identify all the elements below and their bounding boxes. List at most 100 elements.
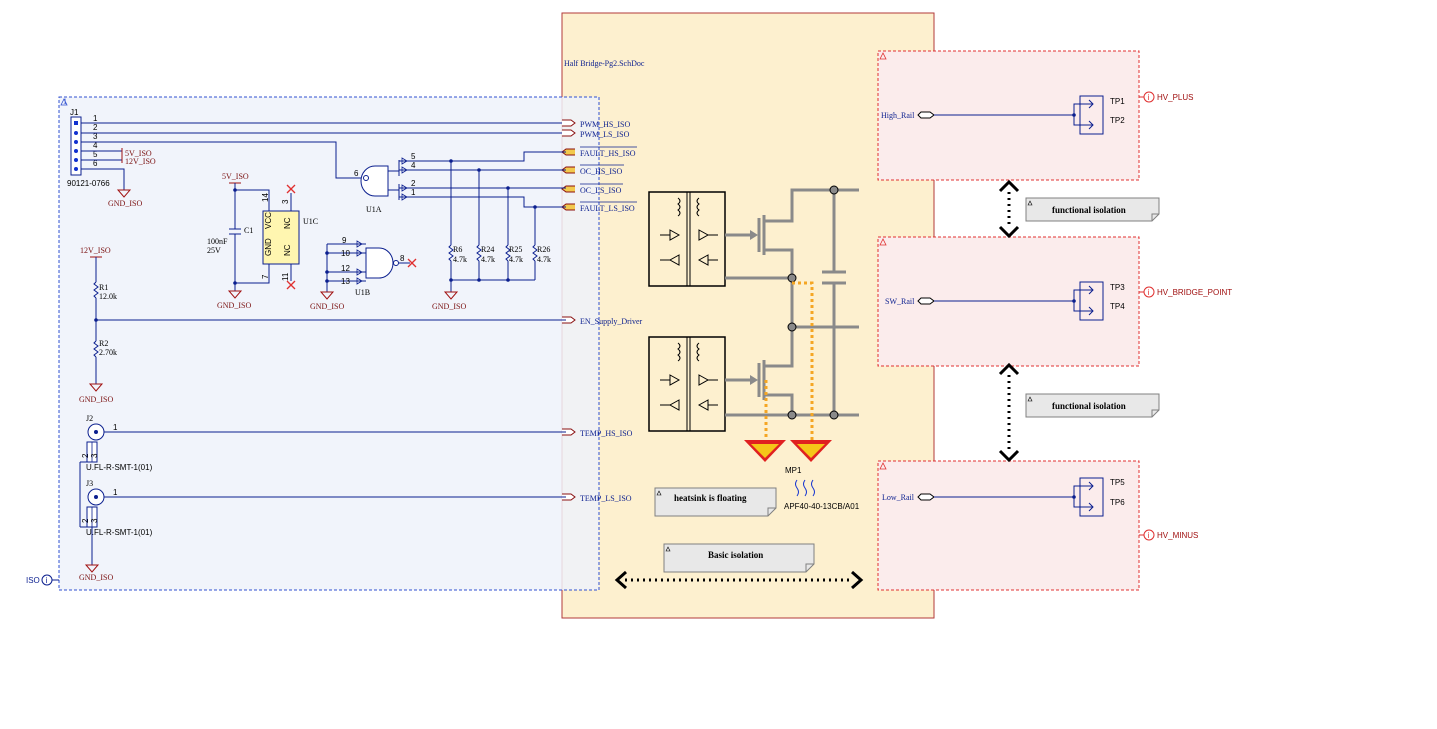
ground-symbol-icon: [443, 291, 459, 300]
rail-high[interactable]: High_Rail TP1 TP2 i HV_PLUS: [877, 50, 1193, 181]
u1c-nc1: NC: [283, 217, 292, 229]
gate-u1b[interactable]: 8 9 10 12 13 U1B GND_ISO: [310, 236, 417, 311]
connector-j3[interactable]: J3 1 2 3 U.FL-R-SMT-1(01) GND_ISO: [79, 461, 566, 582]
u1c-vcc: VCC: [264, 212, 273, 229]
capacitor-c1[interactable]: C1 100nF 25V GND_ISO: [207, 190, 253, 310]
heat-waves-icon: [795, 479, 815, 497]
net-hv-plus: HV_PLUS: [1157, 93, 1193, 102]
sheet-entry-pwm-ls[interactable]: PWM_LS_ISO: [562, 129, 630, 139]
functional-isolation-arrow-1: [998, 179, 1020, 239]
half-bridge-graphic: [648, 185, 859, 462]
note-functional-isolation-2[interactable]: functional isolation: [1025, 393, 1160, 418]
r1-value: 12.0k: [99, 292, 117, 301]
pullup-gnd: GND_ISO: [432, 302, 466, 311]
rail-low-port: Low_Rail: [882, 493, 915, 502]
c1-value1: 100nF: [207, 237, 228, 246]
iso-domain-box: 1: [58, 96, 600, 591]
sheet-entry-pwm-hs[interactable]: PWM_HS_ISO: [562, 119, 630, 129]
sheet-entry-temp-hs[interactable]: TEMP_HS_ISO: [562, 428, 633, 438]
note-heatsink[interactable]: heatsink is floating: [654, 487, 777, 517]
tp6: TP6: [1110, 498, 1125, 507]
tp3: TP3: [1110, 283, 1125, 292]
ground-symbol-icon: [227, 290, 243, 299]
sheet-entry-label: PWM_HS_ISO: [580, 120, 630, 129]
u1b-pin-10: 10: [341, 249, 350, 258]
u1a-pin-1: 1: [411, 188, 416, 197]
heatsink-mp1[interactable]: MP1 APF40-40-13CB/A01: [784, 466, 860, 511]
connector-j2[interactable]: J2 1 2 3 U.FL-R-SMT-1(01): [81, 414, 566, 472]
net-hv-minus: HV_MINUS: [1157, 531, 1198, 540]
info-port-icon: [1143, 91, 1155, 103]
note-functional-1-text: functional isolation: [1052, 205, 1126, 215]
u1c-gnd-pin: GND: [264, 238, 273, 256]
ground-symbol-icon: [116, 189, 132, 198]
r26-value: 4.7k: [537, 255, 551, 264]
sheet-entry-en-supply[interactable]: EN_Supply_Driver: [562, 316, 643, 326]
sheet-entry-label: OC_HS_ISO: [580, 167, 622, 176]
u1b-pin-9: 9: [342, 236, 347, 245]
u1b-ref: U1B: [355, 288, 370, 297]
sheet-entry-temp-ls[interactable]: TEMP_LS_ISO: [562, 493, 632, 503]
divider-supply: 12V_ISO: [80, 246, 111, 255]
resistor-r24[interactable]: R24 4.7k: [481, 245, 495, 264]
r26-ref: R26: [537, 245, 550, 254]
r2-ref: R2: [99, 339, 108, 348]
warning-icon: [879, 462, 887, 470]
note-basic-isolation[interactable]: Basic isolation: [663, 543, 815, 573]
u1c-pin3: 3: [281, 199, 290, 204]
mp1-ref: MP1: [785, 466, 802, 475]
note-functional-2-text: functional isolation: [1052, 401, 1126, 411]
ground-symbol-icon: [88, 383, 104, 392]
u1b-gnd: GND_ISO: [310, 302, 344, 311]
u1a-pin-2: 2: [411, 179, 416, 188]
sheet-symbol[interactable]: Half Bridge-Pg2.SchDoc: [561, 12, 935, 619]
j3-part: U.FL-R-SMT-1(01): [86, 528, 153, 537]
sheet-entry-label: TEMP_LS_ISO: [580, 494, 632, 503]
ic-u1c[interactable]: 5V_ISO VCC GND NC NC 14 7 3 11 U1C: [222, 172, 318, 290]
u1c-nc2: NC: [283, 244, 292, 256]
fault-oc-bus: GND_ISO: [410, 151, 566, 311]
iso-port[interactable]: ISO i: [26, 574, 59, 586]
sheet-entry-label: FAULT_LS_ISO: [580, 204, 635, 213]
divider-network[interactable]: 12V_ISO R1 12.0k R2 2.70k GND_ISO: [79, 246, 566, 404]
j1-pin-6: 6: [93, 159, 98, 168]
resistor-r25[interactable]: R25 4.7k: [509, 245, 523, 264]
net-hv-bridge-point: HV_BRIDGE_POINT: [1157, 288, 1232, 297]
tp1: TP1: [1110, 97, 1125, 106]
j2-pin2: 2: [81, 453, 90, 458]
u1a-pin-out: 6: [354, 169, 359, 178]
j1-pin-1: 1: [93, 114, 98, 123]
j1-pin-5: 5: [93, 150, 98, 159]
u1c-supply: 5V_ISO: [222, 172, 249, 181]
warning-icon: [879, 52, 887, 60]
u1b-pin-out: 8: [400, 254, 405, 263]
resistor-r26[interactable]: R26 4.7k: [537, 245, 551, 264]
sheet-entry-label: TEMP_HS_ISO: [580, 429, 633, 438]
svg-text:i: i: [1148, 531, 1150, 540]
iso-port-label: ISO: [26, 576, 40, 585]
j1-ref: J1: [70, 108, 79, 117]
j1-net-5v: 5V_ISO: [125, 149, 152, 158]
u1b-pin-12: 12: [341, 264, 350, 273]
r1-ref: R1: [99, 283, 108, 292]
tp2: TP2: [1110, 116, 1125, 125]
resistor-r6[interactable]: R6 4.7k: [453, 245, 467, 264]
sheet-entry-oc-hs[interactable]: OC_HS_ISO: [561, 164, 624, 176]
rail-high-port: High_Rail: [881, 111, 915, 120]
sheet-entries: PWM_HS_ISO PWM_LS_ISO FAULT_HS_ISO OC_HS…: [561, 119, 643, 503]
connector-j1[interactable]: J1 90121-0766 1 2 3 4 5 6 5V_ISO 12V_ISO…: [67, 108, 566, 208]
tp4: TP4: [1110, 302, 1125, 311]
gate-u1a[interactable]: 6 5 4 2 1 U1A: [354, 152, 416, 214]
rail-sw-port: SW_Rail: [885, 297, 915, 306]
c1-value2: 25V: [207, 246, 221, 255]
note-functional-isolation-1[interactable]: functional isolation: [1025, 197, 1160, 222]
j2-pin3: 3: [90, 453, 99, 458]
j3-ref: J3: [86, 479, 93, 488]
rail-low[interactable]: Low_Rail TP5 TP6 i HV_MINUS: [877, 460, 1198, 591]
sheet-entry-fault-hs[interactable]: FAULT_HS_ISO: [561, 146, 637, 158]
sheet-entry-label: OC_LS_ISO: [580, 186, 622, 195]
c1-gnd: GND_ISO: [217, 301, 251, 310]
svg-text:i: i: [46, 576, 48, 585]
rail-sw[interactable]: SW_Rail TP3 TP4 i HV_BRIDGE_POINT: [877, 236, 1232, 367]
